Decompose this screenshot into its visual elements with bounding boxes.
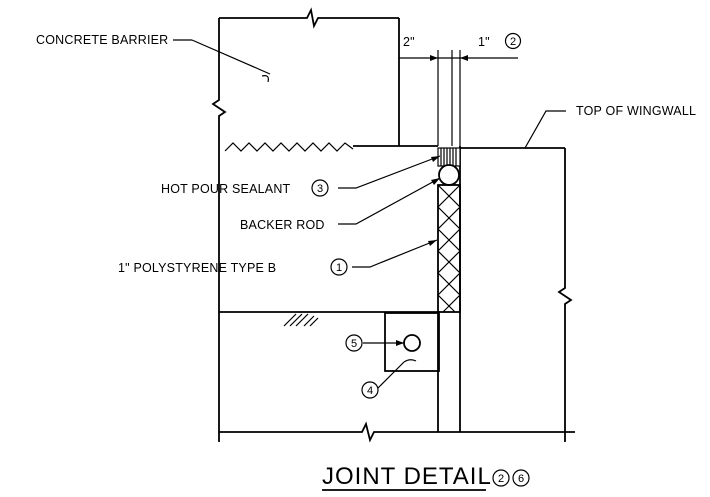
callout-4-circle xyxy=(361,381,379,399)
polystyrene-filler xyxy=(437,184,461,313)
footing-outline xyxy=(218,143,440,442)
drawing-title: JOINT DETAIL xyxy=(322,463,492,490)
note-3-number: 3 xyxy=(317,183,323,195)
dimension-2in-label: 2" xyxy=(403,35,415,49)
title-note-2-circle xyxy=(492,469,510,487)
dimension-lines xyxy=(399,50,518,146)
title-note-2-number: 2 xyxy=(498,473,504,485)
note-3-circle xyxy=(311,179,329,197)
polystyrene-label: 1" POLYSTYRENE TYPE B xyxy=(118,261,276,275)
leader-lines xyxy=(173,39,566,389)
callout-5-number: 5 xyxy=(351,338,357,350)
title-note-6-number: 6 xyxy=(518,473,524,485)
top-of-wingwall-label: TOP OF WINGWALL xyxy=(576,104,696,118)
callout-5-circle xyxy=(345,334,363,352)
concrete-barrier-outline xyxy=(211,7,438,152)
title-note-6-circle xyxy=(512,469,530,487)
note-2-circle xyxy=(504,32,522,50)
note-2-number: 2 xyxy=(510,36,516,48)
backer-rod xyxy=(438,164,460,186)
hot-pour-sealant-label: HOT POUR SEALANT xyxy=(161,182,291,196)
joint-materials xyxy=(437,147,461,432)
callout-4-number: 4 xyxy=(367,385,373,397)
note-1-number: 1 xyxy=(336,262,342,274)
dimension-1in-label: 1" xyxy=(478,35,490,49)
concrete-barrier-label: CONCRETE BARRIER xyxy=(36,33,168,47)
note-1-circle xyxy=(330,258,348,276)
backer-rod-label: BACKER ROD xyxy=(240,218,325,232)
